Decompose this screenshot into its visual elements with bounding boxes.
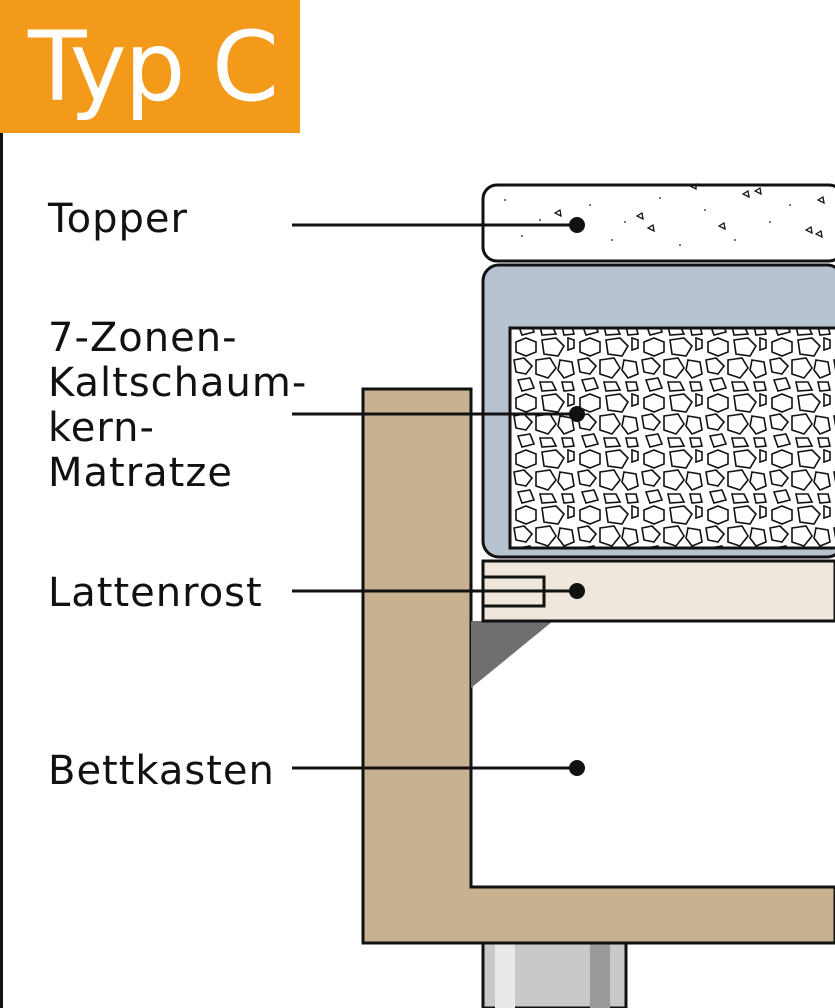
title-box: Typ C bbox=[0, 0, 300, 133]
label-bedbox: Bettkasten bbox=[48, 748, 275, 794]
label-mattress-line-3: kern- bbox=[48, 405, 155, 451]
label-topper: Topper bbox=[48, 196, 188, 242]
label-mattress: 7-Zonen- Kaltschaum- kern- Matratze bbox=[48, 316, 307, 496]
leader-mattress bbox=[292, 406, 585, 422]
topper-speckle-icon bbox=[553, 183, 825, 239]
label-slats: Lattenrost bbox=[48, 570, 263, 616]
bed-frame bbox=[361, 387, 835, 945]
leader-bedbox bbox=[292, 760, 585, 776]
foam-core bbox=[508, 326, 835, 550]
bed-leg bbox=[481, 941, 628, 1008]
label-mattress-line-2: Kaltschaum- bbox=[48, 360, 308, 406]
label-mattress-line-4: Matratze bbox=[48, 450, 233, 496]
slat-bracket bbox=[471, 621, 553, 688]
leader-slats bbox=[292, 583, 585, 599]
label-mattress-line-1: 7-Zonen- bbox=[48, 315, 238, 361]
diagram-title: Typ C bbox=[28, 11, 279, 123]
leader-topper bbox=[292, 217, 585, 233]
topper-layer bbox=[481, 183, 835, 263]
